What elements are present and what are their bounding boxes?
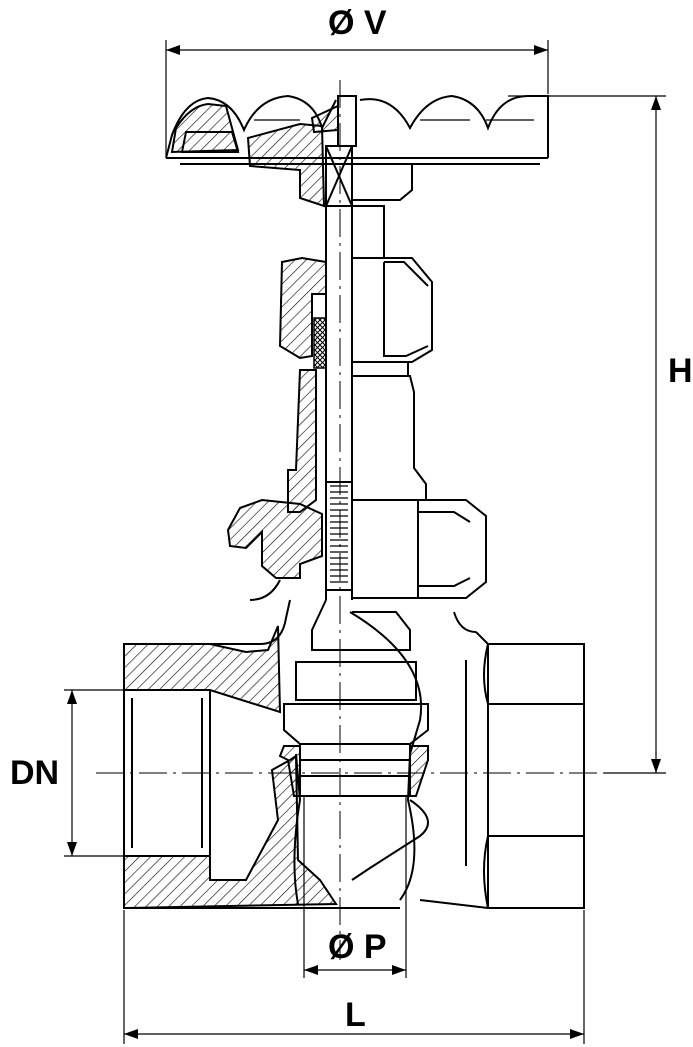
valve-body bbox=[123, 599, 585, 910]
dimension-h bbox=[508, 95, 666, 774]
dimension-label-l: L bbox=[345, 996, 366, 1034]
valve-disc bbox=[278, 599, 429, 797]
centerlines bbox=[96, 80, 604, 960]
dimension-v bbox=[165, 40, 549, 156]
bonnet bbox=[226, 369, 487, 633]
dimension-dn bbox=[64, 689, 124, 857]
valve-stem bbox=[325, 205, 385, 600]
gland-nut bbox=[278, 256, 433, 377]
dimension-l bbox=[123, 910, 585, 1044]
dimension-label-dn: DN bbox=[10, 754, 60, 792]
dimension-p bbox=[303, 796, 407, 978]
dimension-label-v: Ø V bbox=[328, 4, 387, 42]
dimension-label-h: H bbox=[668, 352, 693, 390]
handwheel bbox=[165, 94, 549, 208]
dimension-label-p: Ø P bbox=[328, 928, 387, 966]
